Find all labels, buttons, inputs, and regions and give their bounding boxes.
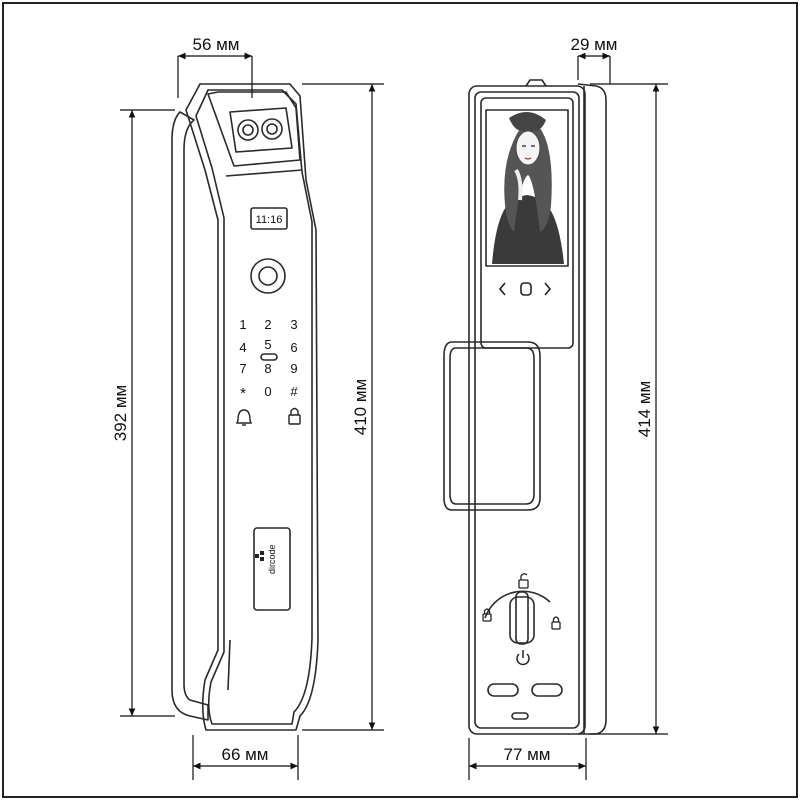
padlock-open-icon bbox=[518, 573, 529, 589]
keypad: 1 2 3 4 5 6 7 8 9 * 0 # bbox=[239, 317, 298, 402]
brand-name: dircode bbox=[267, 544, 277, 574]
key-5: 5 bbox=[264, 337, 271, 352]
dircode-logo: dircode bbox=[255, 544, 277, 574]
sensor-slot bbox=[260, 353, 278, 361]
dim-front-height-inner: 392 мм bbox=[111, 385, 130, 441]
key-star: * bbox=[240, 385, 246, 402]
camera-hood bbox=[207, 91, 301, 167]
padlock-right-icon bbox=[551, 616, 561, 630]
front-lock-drawing bbox=[171, 83, 319, 731]
dim-front-height-outer: 410 мм bbox=[351, 379, 370, 435]
camera-window bbox=[229, 107, 293, 153]
front-body-inner bbox=[195, 89, 313, 725]
bottom-slot-left bbox=[487, 683, 519, 697]
key-hash: # bbox=[290, 384, 298, 399]
power-icon bbox=[516, 650, 530, 666]
fingerprint-reader bbox=[250, 258, 286, 294]
padlock-icon bbox=[288, 407, 301, 425]
dim-front-bottom-width: 66 мм bbox=[221, 745, 268, 764]
back-handle bbox=[443, 341, 541, 511]
key-9: 9 bbox=[290, 361, 297, 376]
square-icon bbox=[520, 282, 532, 296]
top-notch bbox=[525, 79, 547, 87]
card-reader-panel bbox=[253, 527, 291, 611]
chevron-left-icon bbox=[498, 282, 506, 296]
dim-back-height: 414 мм bbox=[635, 381, 654, 437]
key-4: 4 bbox=[239, 340, 246, 355]
screen-display bbox=[485, 109, 569, 267]
clock-display bbox=[250, 207, 288, 230]
portrait-image bbox=[487, 111, 567, 265]
dim-front-top-width: 56 мм bbox=[192, 35, 239, 54]
key-1: 1 bbox=[239, 317, 246, 332]
side-depth-profile bbox=[577, 83, 607, 735]
key-2: 2 bbox=[264, 317, 271, 332]
thumb-turn bbox=[509, 596, 535, 644]
key-6: 6 bbox=[290, 340, 297, 355]
key-0: 0 bbox=[264, 384, 271, 399]
bottom-slot-small bbox=[511, 712, 529, 720]
dimension-lines bbox=[120, 52, 668, 780]
back-lock-drawing bbox=[443, 79, 607, 735]
key-8: 8 bbox=[264, 361, 271, 376]
bell-icon bbox=[236, 409, 252, 426]
dim-back-top-depth: 29 мм bbox=[570, 35, 617, 54]
key-7: 7 bbox=[239, 361, 246, 376]
front-body-outline bbox=[185, 83, 319, 731]
turn-arc bbox=[484, 590, 551, 619]
bottom-slot-right bbox=[531, 683, 563, 697]
side-back-plate bbox=[171, 111, 209, 721]
padlock-left-icon bbox=[482, 608, 492, 622]
dim-back-bottom-width: 77 мм bbox=[503, 745, 550, 764]
back-body-outline bbox=[468, 85, 586, 735]
key-3: 3 bbox=[290, 317, 297, 332]
chevron-right-icon bbox=[544, 282, 552, 296]
clock-time: 11:16 bbox=[256, 214, 283, 226]
